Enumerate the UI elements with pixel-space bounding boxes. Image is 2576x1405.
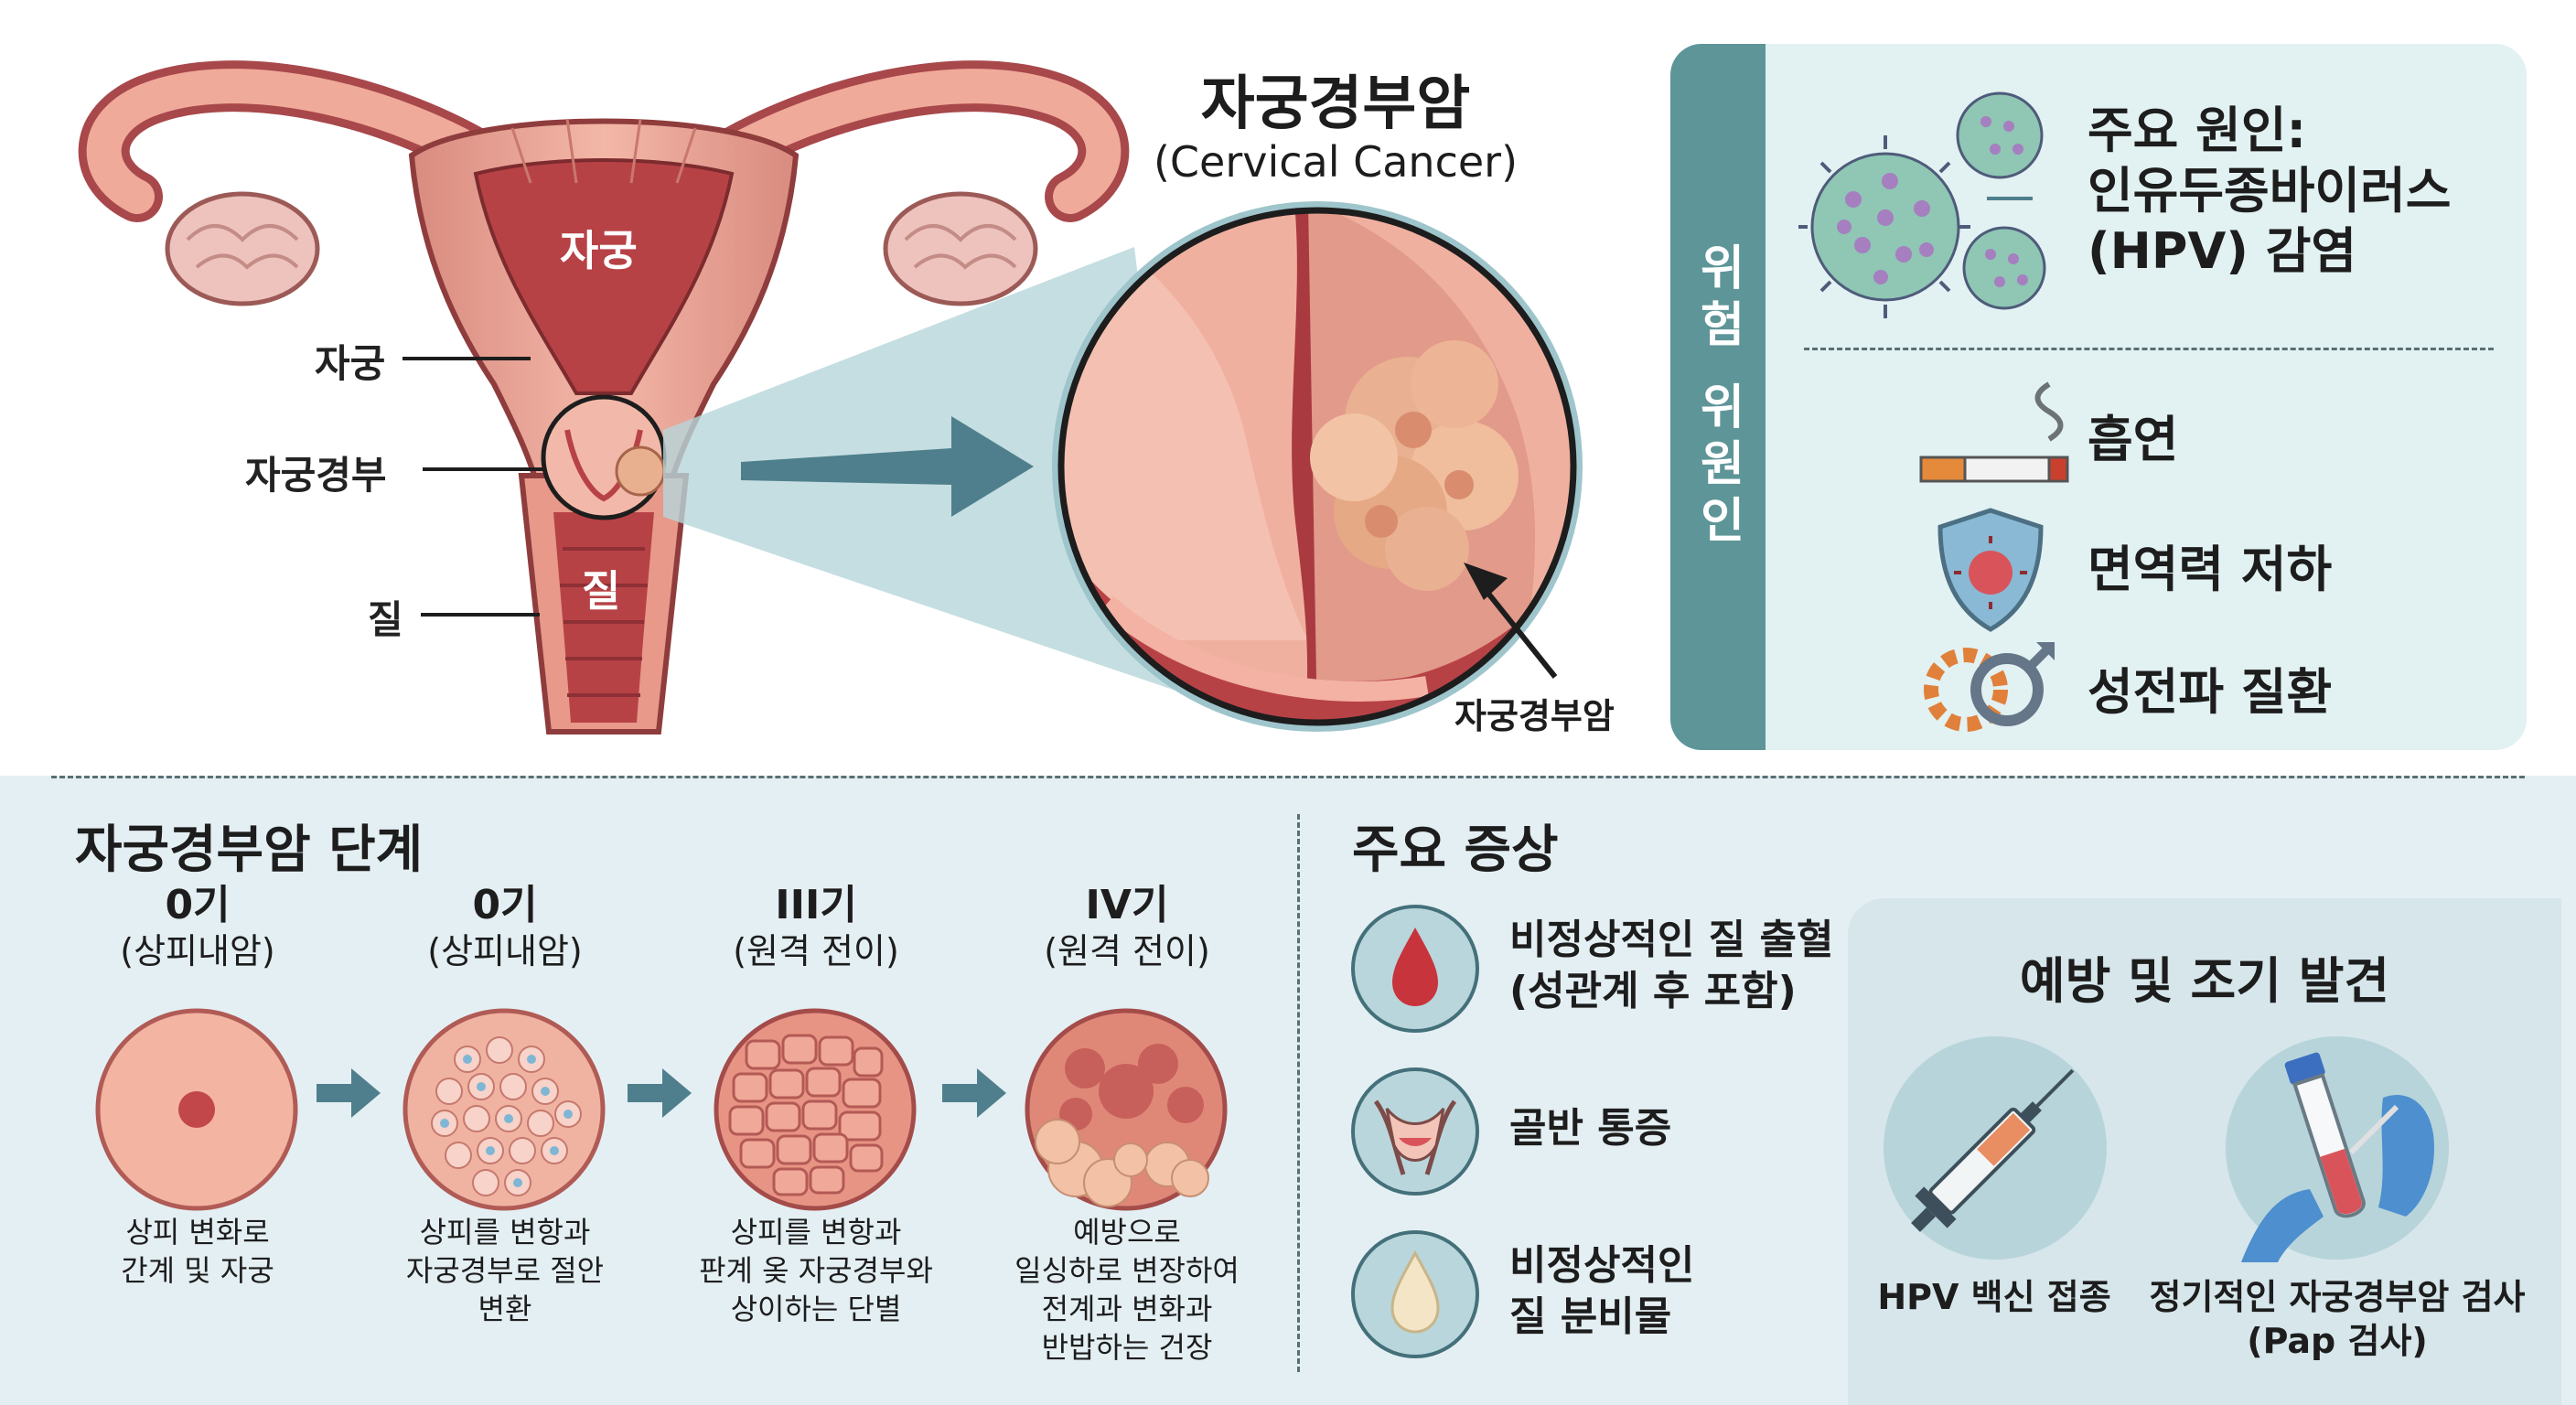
cervix-highlight bbox=[541, 394, 667, 520]
stage-1-subtitle: (상피내암) bbox=[120, 931, 275, 971]
stage-3-desc-line-1: 상피를 변항과 bbox=[730, 1215, 902, 1249]
symptom-bleeding: 비정상적인 질 출혈 (성관계 후 포함) bbox=[1509, 915, 1833, 1017]
symptom-bleeding-line-2: (성관계 후 포함) bbox=[1509, 968, 1797, 1014]
organ-label-vagina: 질 bbox=[582, 566, 621, 616]
stage-2-title: 0기 bbox=[472, 882, 538, 928]
risk-factors-panel: 위험 위원인 주요 원인: 인유두종바이러스 (HPV) 감염 bbox=[1670, 44, 2527, 750]
discharge-drop-icon bbox=[1351, 1230, 1479, 1358]
callout-arrow bbox=[1479, 584, 1558, 679]
anatomy-illustration bbox=[78, 60, 1583, 735]
stage-4-desc-line-2: 일싱하로 변장하여 bbox=[1014, 1253, 1240, 1288]
page-title: 자궁경부암 bbox=[1200, 70, 1471, 138]
gender-symbol-icon bbox=[1924, 642, 2055, 732]
leader-lines bbox=[402, 357, 545, 617]
stage-3-cell-icon bbox=[714, 1008, 917, 1211]
stage-2-cell-icon bbox=[402, 1008, 606, 1211]
stage-arrow-3 bbox=[942, 1068, 1006, 1118]
organ-label-uterus: 자궁 bbox=[560, 226, 638, 275]
symptoms-heading: 주요 증상 bbox=[1352, 820, 1559, 880]
label-vagina: 질 bbox=[368, 597, 403, 642]
risk-hpv-line-3: (HPV) 감염 bbox=[2088, 222, 2357, 280]
label-uterus: 자궁 bbox=[315, 341, 386, 386]
column-divider bbox=[1297, 814, 1300, 1372]
virus-icon bbox=[1798, 91, 2046, 318]
prevention-screening: 정기적인 자궁경부암 검사 (Pap 검사) bbox=[2122, 1275, 2552, 1363]
uterus bbox=[408, 118, 800, 497]
prevention-screening-line-1: 정기적인 자궁경부암 검사 bbox=[2149, 1277, 2526, 1317]
callout-arrowhead bbox=[1464, 563, 1508, 600]
pelvis-icon bbox=[1351, 1067, 1479, 1196]
symptom-discharge-line-1: 비정상적인 bbox=[1509, 1242, 1695, 1289]
stage-3-desc-line-3: 상이하는 단별 bbox=[730, 1292, 902, 1326]
stage-1-title: 0기 bbox=[165, 882, 231, 928]
tumor bbox=[1310, 340, 1519, 591]
risk-item-std: 성전파 질환 bbox=[2088, 663, 2333, 721]
section-divider bbox=[51, 776, 2525, 778]
stage-4-desc-line-1: 예방으로 bbox=[1073, 1215, 1181, 1249]
symptom-discharge-line-2: 질 분비물 bbox=[1509, 1293, 1672, 1340]
risk-item-smoking: 흡연 bbox=[2088, 411, 2179, 468]
stage-1-description: 상피 변화로 간계 및 자궁 bbox=[60, 1213, 335, 1290]
stage-4-title: IV기 bbox=[1085, 882, 1169, 928]
risk-divider bbox=[1804, 348, 2494, 350]
symptom-bleeding-line-1: 비정상적인 질 출혈 bbox=[1509, 917, 1834, 963]
callout-label: 자궁경부암 bbox=[1454, 696, 1615, 736]
stage-1-cell-icon bbox=[95, 1008, 298, 1211]
stage-3-title: III기 bbox=[775, 882, 857, 928]
stage-4-desc-line-3: 전계과 변화과 bbox=[1041, 1292, 1213, 1326]
symptom-pelvic-pain: 골반 통증 bbox=[1509, 1105, 1672, 1152]
stage-3-description: 상피를 변항과 판계 옺 자궁경부와 상이하는 단별 bbox=[679, 1213, 953, 1328]
fallopian-tubes bbox=[78, 60, 1130, 222]
risk-hpv-line-2: 인유두종바이러스 bbox=[2088, 162, 2452, 220]
stage-3-subtitle: (원격 전이) bbox=[733, 931, 899, 971]
label-cervix: 자궁경부 bbox=[245, 453, 387, 498]
test-tube-icon bbox=[2226, 1036, 2449, 1262]
stage-arrow-2 bbox=[628, 1068, 692, 1118]
vagina bbox=[518, 473, 690, 735]
symptom-discharge: 비정상적인 질 분비물 bbox=[1509, 1240, 1694, 1343]
stage-1-desc-line-1: 상피 변화로 bbox=[125, 1215, 270, 1249]
risk-item-hpv: 주요 원인: 인유두종바이러스 (HPV) 감염 bbox=[2088, 101, 2451, 282]
blood-drop-icon bbox=[1351, 905, 1479, 1033]
page-subtitle: (Cervical Cancer) bbox=[1153, 137, 1519, 187]
syringe-icon bbox=[1884, 1036, 2107, 1260]
risk-heading: 위험 위원인 bbox=[1690, 241, 1745, 552]
stage-4-subtitle: (원격 전이) bbox=[1044, 931, 1210, 971]
stage-2-description: 상피를 변항과 자궁경부로 절안 변환 bbox=[368, 1213, 642, 1328]
risk-item-immunity: 면역력 저하 bbox=[2088, 541, 2333, 598]
stage-2-desc-line-3: 변환 bbox=[478, 1292, 532, 1326]
risk-hpv-line-1: 주요 원인: bbox=[2088, 102, 2307, 159]
cigarette-icon bbox=[1919, 381, 2069, 483]
stage-arrow-1 bbox=[317, 1068, 381, 1118]
prevention-screening-line-2: (Pap 검사) bbox=[2247, 1321, 2428, 1361]
stage-2-desc-line-2: 자궁경부로 절안 bbox=[405, 1253, 605, 1288]
shield-icon bbox=[1937, 508, 2044, 632]
prevention-vaccine: HPV 백신 접종 bbox=[1877, 1277, 2111, 1317]
prevention-heading: 예방 및 조기 발견 bbox=[2019, 952, 2390, 1010]
stage-4-desc-line-4: 반밥하는 건장 bbox=[1041, 1330, 1213, 1365]
stage-3-desc-line-2: 판계 옺 자궁경부와 bbox=[699, 1253, 933, 1288]
stage-4-description: 예방으로 일싱하로 변장하여 전계과 변화과 반밥하는 건장 bbox=[990, 1213, 1264, 1367]
stage-1-desc-line-2: 간계 및 자궁 bbox=[121, 1253, 274, 1288]
stage-4-cell-icon bbox=[1025, 1008, 1228, 1211]
stages-heading: 자궁경부암 단계 bbox=[75, 820, 424, 880]
zoom-arrow bbox=[741, 416, 1034, 517]
virus-connector bbox=[1987, 197, 2033, 200]
zoomed-cervix bbox=[1052, 201, 1583, 732]
stage-2-desc-line-1: 상피를 변항과 bbox=[419, 1215, 591, 1249]
stage-2-subtitle: (상피내암) bbox=[427, 931, 583, 971]
risk-side-bar bbox=[1670, 44, 1766, 750]
ovaries bbox=[165, 191, 1038, 306]
